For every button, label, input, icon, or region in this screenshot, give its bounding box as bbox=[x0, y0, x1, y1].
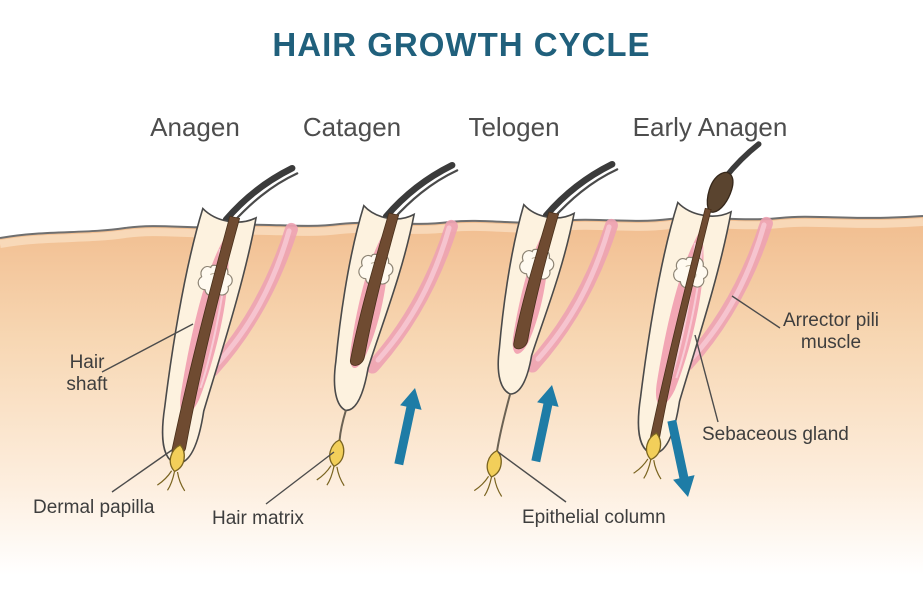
club-hair-shape bbox=[349, 212, 400, 366]
follicle-telogen bbox=[473, 148, 624, 501]
old-club-hair-shape bbox=[706, 171, 734, 213]
leader-line-dermal-papilla bbox=[111, 449, 173, 493]
label-dermal-papilla: Dermal papilla bbox=[33, 497, 155, 518]
leader-lines bbox=[101, 295, 781, 505]
stage-label-early-anagen: Early Anagen bbox=[632, 112, 788, 142]
label-epithelial-column: Epithelial column bbox=[522, 507, 666, 528]
stage-label-telogen: Telogen bbox=[468, 112, 560, 142]
leader-line-sebaceous-gland bbox=[694, 334, 719, 423]
label-arrector-pili-muscle: Arrector pili muscle bbox=[782, 310, 880, 354]
leader-line-arrector-pili bbox=[731, 295, 781, 329]
leader-line-hair-shaft bbox=[101, 323, 194, 373]
epithelial-column-shape bbox=[496, 393, 512, 451]
club-hair-shape bbox=[513, 211, 560, 350]
stage-label-catagen: Catagen bbox=[302, 112, 402, 142]
leader-line-hair-matrix bbox=[265, 451, 335, 505]
label-sebaceous-gland: Sebaceous gland bbox=[702, 424, 849, 445]
follicle-anagen bbox=[156, 151, 304, 495]
label-hair-matrix: Hair matrix bbox=[212, 508, 304, 529]
follicle-early-anagen bbox=[632, 141, 782, 483]
page-title: HAIR GROWTH CYCLE bbox=[272, 26, 651, 63]
follicle-catagen bbox=[315, 149, 464, 490]
label-hair-shaft: Hair shaft bbox=[66, 352, 108, 396]
epithelial-strand-shape bbox=[338, 410, 347, 440]
skin-cross-section bbox=[0, 215, 923, 601]
leader-line-epithelial-column bbox=[497, 451, 567, 503]
stage-label-anagen: Anagen bbox=[150, 112, 240, 142]
